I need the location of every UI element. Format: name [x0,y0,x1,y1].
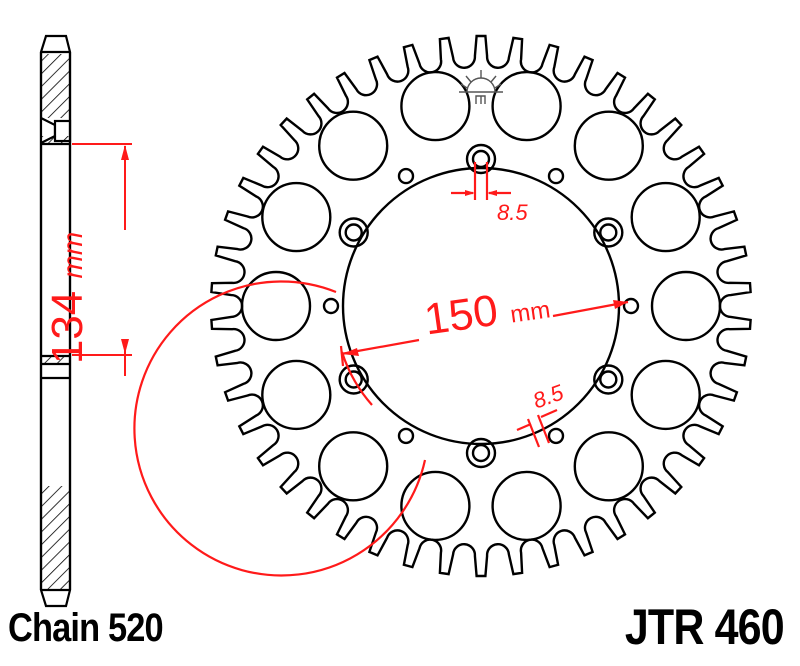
pcd-dimension-unit: mm [508,296,552,329]
bolt-hole [471,149,491,169]
bolt-holes [338,143,624,469]
bolt-hole [465,143,497,175]
bolt-hole [471,443,491,463]
lightening-hole [261,359,332,431]
part-number-label: JTR 460 [625,599,785,655]
lightening-holes [240,70,722,542]
pcd-dimension-value: 150 [421,285,501,345]
bolt-hole [599,223,618,242]
hub-dimension-line [72,143,132,376]
lightening-hole [400,470,471,542]
small-hole [322,297,340,315]
bolt-hole [338,364,369,395]
lightening-hole [317,110,389,181]
side-profile-view [39,34,72,608]
hub-dimension-unit: mm [57,231,88,279]
small-hole [397,427,415,445]
bolt-hole [599,370,618,389]
bolt-hole [344,370,363,389]
lightening-hole [400,70,471,142]
lightening-hole [261,181,332,253]
sun-logo-icon [459,70,503,104]
sprocket-teeth [210,34,752,578]
lightening-hole [491,70,562,142]
hub-dimension-value: 134 [43,290,92,365]
lightening-hole [650,270,722,342]
bolt-hole [465,437,497,469]
lightening-hole [240,270,312,342]
lightening-hole [630,359,701,431]
small-hole [547,167,565,185]
lightening-hole [573,431,645,502]
hub-dimension-label: 134 mm [43,232,93,364]
lightening-hole [573,110,645,181]
bolt-hole [338,217,369,248]
small-hole [397,167,415,185]
lightening-hole [630,181,701,253]
pcd-dimension [133,162,629,577]
small-hole [547,427,565,445]
chain-size-label: Chain 520 [8,606,164,650]
lightening-hole [491,470,562,542]
bolt-hole-dimension-top: 8.5 [497,200,528,225]
small-holes [322,167,640,445]
small-hole [622,297,640,315]
bolt-hole [593,217,624,248]
bolt-hole [593,364,624,395]
lightening-hole [317,431,389,502]
bolt-hole [344,223,363,242]
